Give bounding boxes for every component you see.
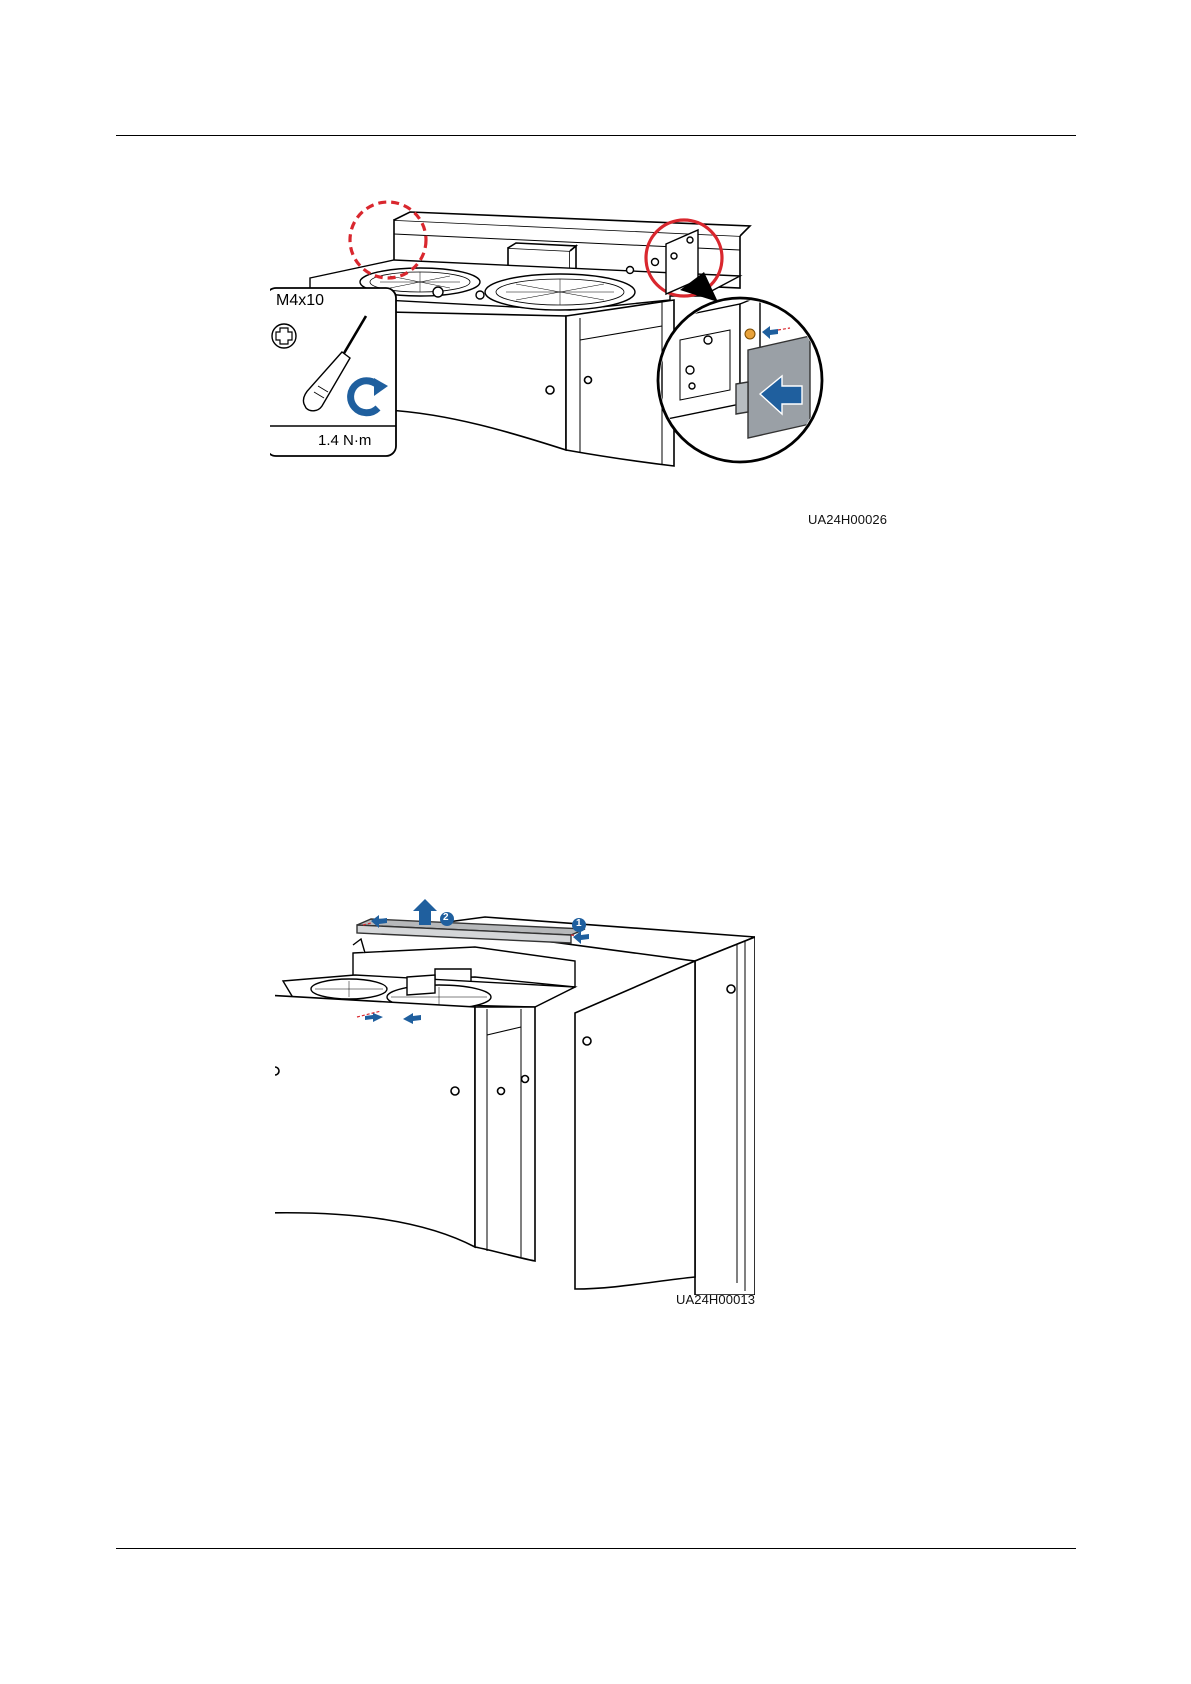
header-rule: [116, 135, 1076, 136]
tool-callout-box: [270, 288, 396, 456]
footer-rule: [116, 1548, 1076, 1549]
left-cabinet-body: [275, 995, 535, 1261]
figure-1-illustration: [270, 200, 900, 520]
screw-orange: [745, 329, 755, 339]
cabinet-body: [388, 300, 674, 466]
figure-2-illustration: [275, 895, 755, 1295]
figure-2-code: UA24H00013: [676, 1292, 755, 1307]
step-2-label: 2: [443, 912, 449, 923]
phillips-head-icon: [272, 324, 296, 348]
figure-2-remove-cover: 2 1: [275, 895, 755, 1295]
screw-spec-label: M4x10: [276, 292, 324, 310]
figure-1-code: UA24H00026: [808, 512, 887, 527]
torque-label: 1.4 N·m: [318, 432, 371, 449]
step-1-label: 1: [576, 918, 582, 929]
figure-1-install-cover: M4x10 1.4 N·m: [270, 200, 900, 520]
zoom-detail-circle: [658, 296, 822, 462]
